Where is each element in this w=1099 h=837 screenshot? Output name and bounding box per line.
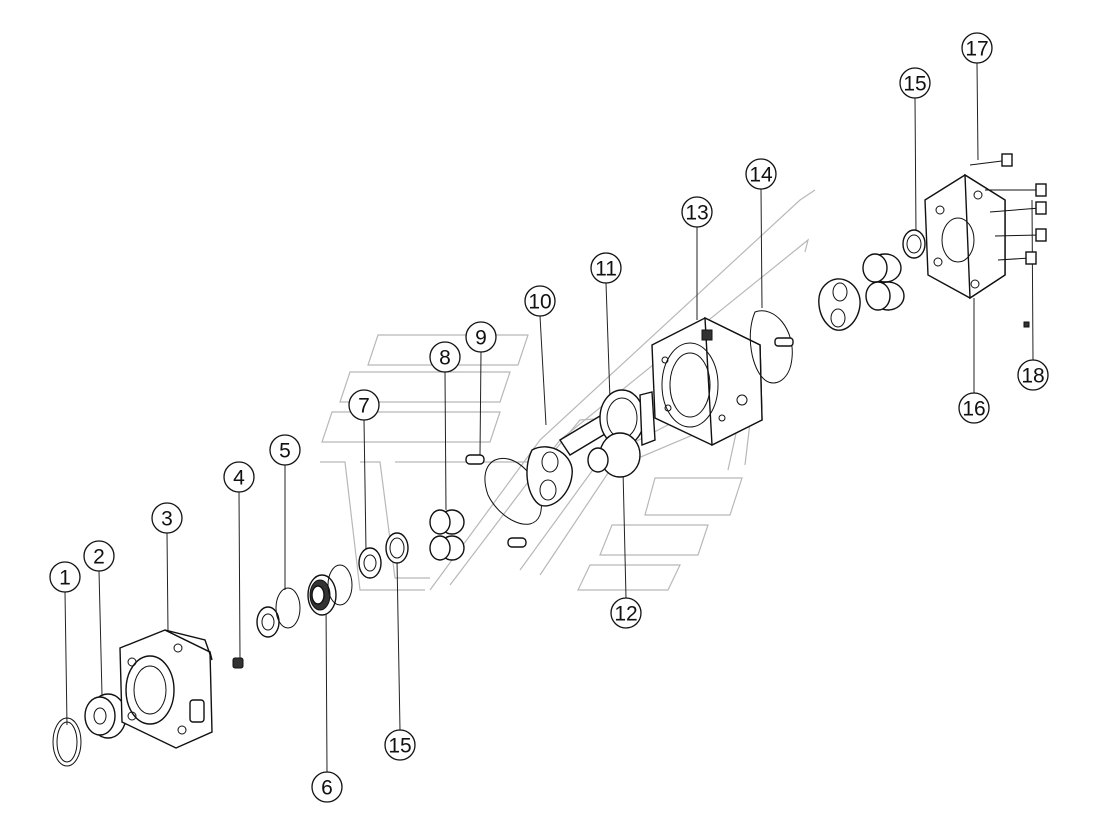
part-bolts-17 (969, 153, 1047, 265)
callout-label: 14 (749, 164, 773, 187)
callout-label: 15 (903, 73, 926, 96)
part-gear-shaft-11 (559, 389, 656, 456)
callout-13: 13 (681, 196, 713, 228)
callout-label: 3 (161, 508, 173, 531)
part-bearing-6 (307, 574, 337, 616)
callout-circle (899, 67, 931, 99)
callout-label: 15 (388, 735, 411, 758)
part-seal-15b (902, 229, 926, 259)
callout-label: 12 (614, 603, 637, 626)
callout-circle (223, 461, 255, 493)
callout-label: 9 (475, 327, 487, 350)
callout-8: 8 (429, 341, 461, 373)
callout-label: 7 (358, 395, 370, 418)
callout-circle (610, 597, 642, 629)
callout-circle (49, 561, 81, 593)
part-plug-18 (1023, 321, 1030, 328)
callout-2: 2 (83, 540, 115, 572)
callout-label: 5 (279, 440, 291, 463)
callout-circle (83, 540, 115, 572)
part-small-screw (232, 657, 244, 669)
part-seal-plate-10 (484, 446, 573, 525)
callout-1: 1 (49, 561, 81, 593)
callout-4: 4 (223, 461, 255, 493)
part-front-flange (119, 629, 213, 749)
callout-label: 11 (595, 258, 617, 281)
part-o-ring-5 (275, 587, 301, 629)
callout-label: 16 (962, 398, 985, 421)
callout-15: 15 (384, 729, 416, 761)
callout-10: 10 (524, 285, 556, 317)
callout-circle (590, 252, 622, 284)
callout-label: 4 (233, 467, 245, 490)
callout-circle (681, 196, 713, 228)
part-o-ring-6b (327, 564, 353, 606)
callout-circle (269, 434, 301, 466)
callout-label: 13 (685, 202, 708, 225)
part-shaft-seal (84, 693, 127, 739)
callout-11: 11 (590, 252, 622, 284)
part-gear-12 (587, 432, 641, 478)
callout-circle (384, 729, 416, 761)
part-bushings-8 (429, 509, 465, 561)
callout-label: 17 (965, 38, 988, 61)
callout-7: 7 (348, 389, 380, 421)
part-gear-housing-13 (651, 316, 763, 447)
leader-lines (64, 62, 1034, 773)
callout-label: 1 (59, 567, 71, 590)
callout-12: 12 (610, 597, 642, 629)
callout-circle (348, 389, 380, 421)
callout-circle (745, 158, 777, 190)
callout-label: 8 (439, 347, 451, 370)
callout-label: 10 (528, 291, 551, 314)
callout-circle (1017, 359, 1049, 391)
part-washer-7 (358, 547, 382, 579)
callout-circle (429, 341, 461, 373)
callout-circle (311, 771, 343, 803)
callout-15: 15 (899, 67, 931, 99)
callout-circle (961, 32, 993, 64)
part-bushings-right (862, 253, 905, 311)
callout-label: 18 (1021, 365, 1044, 388)
callout-circle (958, 392, 990, 424)
part-dowel-pins-9 (465, 454, 527, 548)
callout-label: 6 (321, 777, 333, 800)
part-o-ring-14 (749, 310, 794, 384)
callout-6: 6 (311, 771, 343, 803)
callout-3: 3 (151, 502, 183, 534)
callout-16: 16 (958, 392, 990, 424)
callout-14: 14 (745, 158, 777, 190)
part-snap-ring (52, 717, 82, 767)
callout-circle (151, 502, 183, 534)
callout-18: 18 (1017, 359, 1049, 391)
part-rear-cover-16 (924, 173, 1006, 300)
part-seal-plate-right (818, 278, 861, 331)
callout-9: 9 (465, 321, 497, 353)
callout-17: 17 (961, 32, 993, 64)
callout-5: 5 (269, 434, 301, 466)
callout-circle (465, 321, 497, 353)
callout-circle (524, 285, 556, 317)
callout-label: 2 (93, 546, 105, 569)
part-seal-15a (385, 532, 409, 564)
